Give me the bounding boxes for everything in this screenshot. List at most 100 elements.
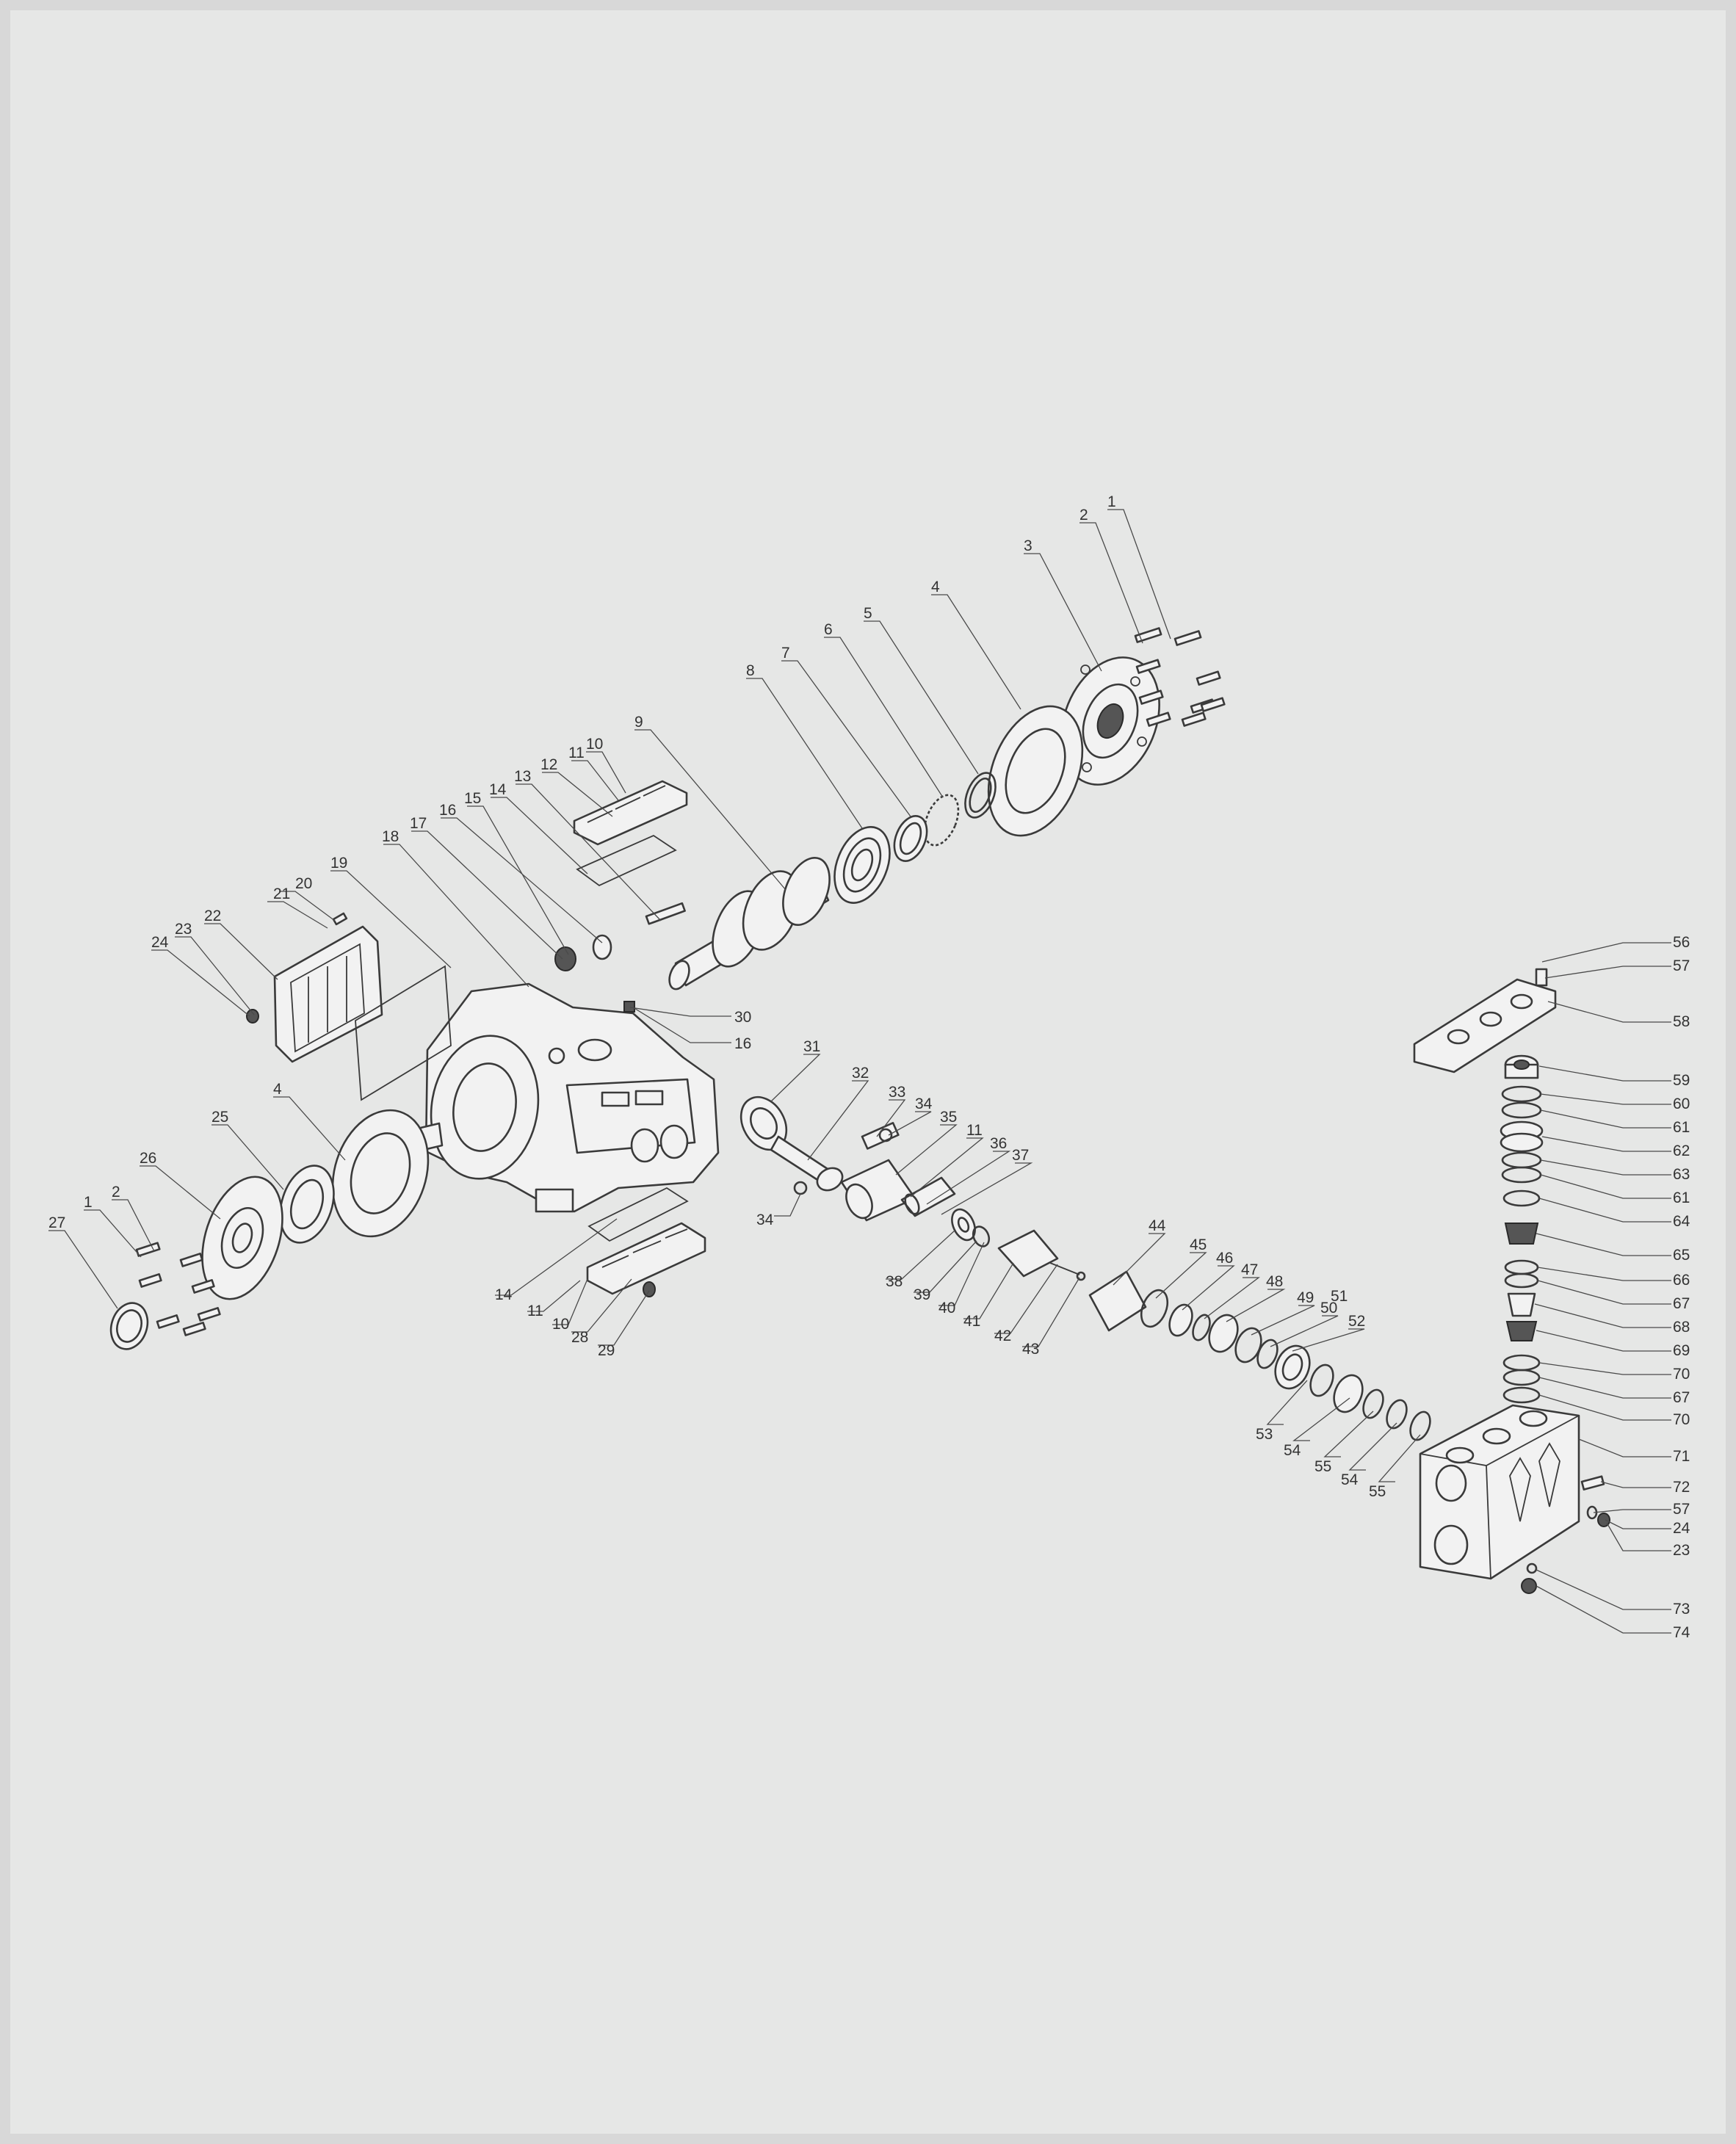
callout-16: 16	[439, 802, 456, 819]
callout-12: 12	[540, 756, 557, 773]
callout-62: 62	[1673, 1142, 1690, 1159]
callout-11-lower: 11	[527, 1303, 543, 1319]
callout-36: 36	[990, 1135, 1007, 1152]
front-gasket-part	[331, 1109, 430, 1238]
callout-55: 55	[1314, 1458, 1331, 1475]
callout-48: 48	[1266, 1273, 1283, 1290]
oil-seal-part	[951, 1208, 976, 1242]
parts-drawing	[109, 627, 1610, 1594]
callout-17: 17	[410, 815, 427, 832]
drain-plug-bottom-part	[1521, 1578, 1537, 1594]
side-gasket-part	[355, 965, 452, 1101]
callout-13: 13	[514, 768, 531, 785]
callout-69: 69	[1673, 1342, 1690, 1359]
leader-lines	[48, 509, 1671, 1634]
dowel-pin-part	[645, 902, 686, 925]
callout-3: 3	[1024, 537, 1032, 554]
callout-52: 52	[1348, 1313, 1365, 1330]
callout-61: 61	[1673, 1119, 1690, 1136]
callout-27: 27	[48, 1214, 65, 1231]
callout-19: 19	[330, 855, 347, 872]
callout-10-lower: 10	[552, 1316, 569, 1333]
callout-35: 35	[940, 1109, 957, 1126]
shaft-seal-part	[109, 1302, 149, 1350]
callout-34: 34	[915, 1095, 933, 1112]
callout-26: 26	[140, 1150, 156, 1167]
lower-gasket-part	[587, 1187, 689, 1242]
callout-70: 70	[1673, 1366, 1690, 1383]
callout-20: 20	[295, 875, 312, 892]
callout-46: 46	[1216, 1250, 1233, 1267]
callout-11-rod: 11	[966, 1122, 983, 1139]
cover-bolts-part	[1134, 627, 1226, 727]
seal-rings-part	[893, 772, 997, 862]
upper-cover-part	[573, 780, 688, 846]
callout-41: 41	[963, 1313, 980, 1330]
callout-15: 15	[464, 790, 481, 807]
callout-51: 51	[1331, 1288, 1348, 1305]
callout-43: 43	[1022, 1341, 1039, 1358]
callout-18: 18	[382, 828, 399, 845]
callout-47: 47	[1241, 1261, 1258, 1278]
callout-61-b: 61	[1673, 1189, 1690, 1206]
side-cover-part	[273, 925, 383, 1063]
lower-cover-part	[586, 1222, 706, 1295]
eye-bolt-part	[592, 934, 612, 960]
callout-33: 33	[889, 1084, 905, 1101]
callout-10: 10	[586, 736, 603, 753]
upper-gasket-part	[576, 834, 677, 887]
crosshead-part	[840, 1159, 916, 1222]
callout-67: 67	[1673, 1295, 1690, 1312]
callout-23-b: 23	[1673, 1542, 1690, 1559]
rear-bearing-cover-part	[1060, 656, 1160, 786]
callout-45: 45	[1190, 1236, 1207, 1253]
front-cover-part	[201, 1176, 283, 1300]
crankcase-housing-part	[407, 982, 720, 1213]
callout-31: 31	[803, 1038, 820, 1055]
callout-34-lower: 34	[756, 1212, 774, 1228]
plunger-rod-part	[900, 1176, 956, 1217]
callout-59: 59	[1673, 1072, 1690, 1089]
drain-seal-part	[1526, 1562, 1538, 1574]
callout-64: 64	[1673, 1213, 1690, 1230]
callout-5: 5	[864, 605, 872, 622]
callout-70-b: 70	[1673, 1411, 1690, 1428]
callout-22: 22	[204, 908, 221, 924]
connecting-rod-part	[739, 1095, 844, 1192]
callout-6: 6	[824, 621, 833, 638]
callout-68: 68	[1673, 1319, 1690, 1336]
callout-53: 53	[1256, 1426, 1273, 1443]
callout-74: 74	[1673, 1624, 1690, 1641]
callout-1: 1	[1107, 493, 1116, 510]
callout-58: 58	[1673, 1013, 1690, 1030]
manifold-fitting-part	[1580, 1475, 1605, 1491]
valve-cover-part	[1413, 968, 1557, 1073]
callout-44: 44	[1149, 1217, 1166, 1234]
callout-7: 7	[781, 645, 790, 662]
callout-32: 32	[852, 1065, 869, 1082]
callout-21: 21	[273, 886, 290, 902]
packing-seals-part	[1088, 1270, 1431, 1441]
callout-67-b: 67	[1673, 1389, 1690, 1406]
gasket-part	[987, 705, 1084, 837]
front-bearing-part	[279, 1165, 335, 1244]
callout-63: 63	[1673, 1166, 1690, 1183]
crankshaft-part	[668, 856, 831, 990]
plunger-part	[997, 1229, 1086, 1281]
callout-24-b: 24	[1673, 1520, 1690, 1537]
callout-56: 56	[1673, 934, 1690, 951]
callout-54: 54	[1284, 1442, 1301, 1459]
front-bolts-part	[135, 1242, 221, 1336]
callout-37: 37	[1012, 1147, 1029, 1164]
callout-2: 2	[1079, 507, 1088, 524]
callout-24: 24	[151, 934, 169, 951]
callout-73: 73	[1673, 1601, 1690, 1618]
callout-72: 72	[1673, 1479, 1690, 1496]
callout-71: 71	[1673, 1448, 1690, 1465]
callout-57: 57	[1673, 957, 1690, 974]
callout-50: 50	[1320, 1300, 1337, 1317]
callout-2-lower: 2	[112, 1184, 120, 1200]
callout-57-b: 57	[1673, 1501, 1690, 1518]
callout-8: 8	[746, 662, 755, 679]
